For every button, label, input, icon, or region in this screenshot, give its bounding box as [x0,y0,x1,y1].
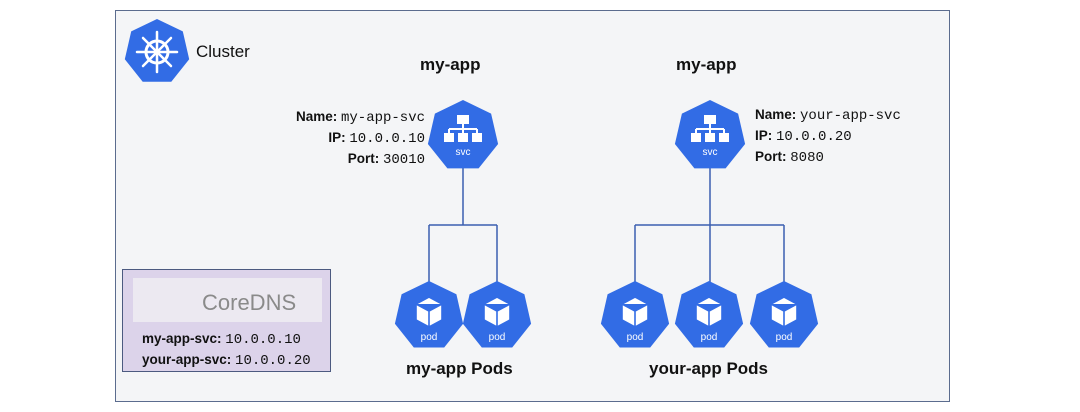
service-1-pods-label: my-app Pods [406,359,513,378]
coredns-banner [133,278,322,322]
pod-icon-label: pod [776,332,793,343]
service-1-ip-row: IP: 10.0.0.10 [240,128,425,149]
coredns-records: my-app-svc: 10.0.0.10 your-app-svc: 10.0… [142,329,311,371]
service-1-name-row: Name: my-app-svc [240,107,425,128]
coredns-panel [122,269,331,372]
pod-icon-label: pod [421,332,438,343]
port-key: Port: [347,151,380,166]
svc-2-icon-label: svc [702,147,718,158]
pod-icon: pod [394,281,464,348]
pods-layer: pod pod pod pod pod [394,281,819,348]
svc-icon-1 [427,100,499,169]
pod-icon: pod [462,281,532,348]
port-key: Port: [755,149,787,164]
service-1-info: Name: my-app-svc IP: 10.0.0.10 Port: 300… [240,107,425,170]
name-key: Name: [295,109,338,124]
service-2-ip: 10.0.0.20 [776,129,852,145]
pod-icon-label: pod [489,332,506,343]
service-2-heading: my-app [676,55,737,74]
ip-key: IP: [328,130,346,145]
service-1-port-row: Port: 30010 [240,149,425,170]
record-value: 10.0.0.10 [225,332,301,348]
service-2-port: 8080 [790,150,824,166]
ip-key: IP: [755,128,773,143]
service-2-port-row: Port: 8080 [755,147,901,168]
name-key: Name: [755,107,797,122]
service-2-name-row: Name: your-app-svc [755,105,901,126]
record-key: my-app-svc: [142,331,222,346]
helm-wheel-icon [124,19,190,82]
service-1-name: my-app-svc [340,110,425,126]
coredns-title: CoreDNS [202,290,297,315]
service-1-port: 30010 [382,152,425,168]
record-key: your-app-svc: [142,352,232,367]
pod-icon-label: pod [627,332,644,343]
pod-icon-label: pod [701,332,718,343]
service-2-pods-label: your-app Pods [649,359,769,378]
coredns-record-1: my-app-svc: 10.0.0.10 [142,329,311,350]
cluster-label: Cluster [196,42,250,61]
pod-icon: pod [749,281,819,348]
record-value: 10.0.0.20 [235,353,311,369]
svc-1-icon-label: svc [455,147,471,158]
service-1-ip: 10.0.0.10 [349,131,425,147]
service-1-heading: my-app [420,55,481,74]
coredns-record-2: your-app-svc: 10.0.0.20 [142,350,311,371]
service-2-info: Name: your-app-svc IP: 10.0.0.20 Port: 8… [755,105,901,168]
pod-icon: pod [600,281,670,348]
service-2-ip-row: IP: 10.0.0.20 [755,126,901,147]
connector-lines [428,168,785,284]
svc-icon-2 [674,100,746,169]
service-2-name: your-app-svc [800,108,901,124]
pod-icon: pod [674,281,744,348]
